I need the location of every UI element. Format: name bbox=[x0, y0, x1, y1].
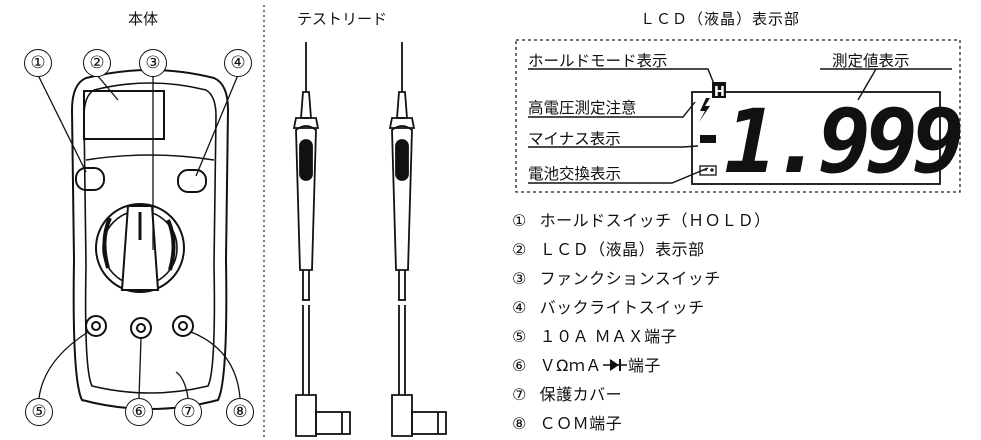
minus-label: マイナス表示 bbox=[528, 130, 621, 148]
callout-8: ⑧ bbox=[226, 398, 254, 426]
minus-sign-icon bbox=[700, 135, 716, 143]
measured-value-label: 測定値表示 bbox=[832, 52, 910, 70]
terminal-vomma bbox=[130, 317, 152, 339]
legend-number: ⑤ bbox=[512, 327, 527, 346]
legend-item: ① ホールドスイッチ（ＨＯＬＤ） bbox=[512, 207, 771, 231]
legend-text: 保護カバー bbox=[534, 385, 623, 404]
legend-text: ＬＣＤ（液晶）表示部 bbox=[534, 240, 705, 259]
callout-4: ④ bbox=[224, 49, 252, 77]
legend-text: バックライトスイッチ bbox=[534, 298, 705, 317]
callout-leaders bbox=[37, 74, 241, 399]
legend-item: ⑤ １０Ａ ＭＡＸ端子 bbox=[512, 323, 677, 347]
legend-number: ① bbox=[512, 211, 527, 230]
test-leads-section-title: テストリード bbox=[297, 10, 388, 28]
hold-mode-label: ホールドモード表示 bbox=[528, 52, 668, 70]
legend-item: ⑥ ＶΩｍＡ 端子 bbox=[512, 352, 661, 376]
legend-number: ④ bbox=[512, 298, 527, 317]
rotary-switch-outer bbox=[95, 203, 185, 293]
legend-text: ホールドスイッチ（ＨＯＬＤ） bbox=[534, 211, 771, 230]
legend-number: ② bbox=[512, 240, 527, 259]
hold-indicator-icon bbox=[712, 82, 726, 98]
battery-label: 電池交換表示 bbox=[528, 165, 622, 183]
svg-text:H: H bbox=[714, 85, 725, 100]
callout-6: ⑥ bbox=[125, 398, 153, 426]
legend-number: ⑦ bbox=[512, 385, 527, 404]
terminal-10a bbox=[85, 315, 107, 337]
lcd-leaders bbox=[528, 68, 952, 184]
diode-icon bbox=[602, 359, 627, 371]
legend-item: ④ バックライトスイッチ bbox=[512, 294, 705, 318]
legend-text: ファンクションスイッチ bbox=[534, 269, 721, 288]
multimeter-body bbox=[70, 69, 230, 410]
legend-text: １０Ａ ＭＡＸ端子 bbox=[534, 327, 678, 346]
legend-item: ③ ファンクションスイッチ bbox=[512, 265, 721, 289]
high-voltage-label: 高電圧測定注意 bbox=[528, 99, 637, 117]
legend-number: ⑥ bbox=[512, 356, 527, 375]
terminal-com bbox=[172, 315, 194, 337]
legend-item: ⑧ ＣＯＭ端子 bbox=[512, 410, 622, 434]
callout-3: ③ bbox=[139, 49, 167, 77]
test-lead-left bbox=[292, 42, 351, 437]
rotary-switch-knob bbox=[120, 205, 160, 291]
lcd-window bbox=[83, 90, 165, 140]
lcd-screen bbox=[691, 91, 941, 185]
legend-suffix: 端子 bbox=[627, 356, 661, 375]
legend-item: ② ＬＣＤ（液晶）表示部 bbox=[512, 236, 705, 260]
legend-text: ＶΩｍＡ bbox=[534, 356, 602, 375]
battery-icon bbox=[699, 165, 717, 176]
body-section-title: 本体 bbox=[128, 10, 159, 28]
lcd-digits: 1.999 bbox=[724, 90, 961, 193]
backlight-button bbox=[177, 169, 207, 193]
legend-text: ＣＯＭ端子 bbox=[534, 414, 623, 433]
lcd-frame bbox=[515, 39, 961, 193]
meter-housing bbox=[83, 82, 217, 394]
high-voltage-icon bbox=[699, 98, 710, 122]
callout-2: ② bbox=[83, 49, 111, 77]
legend-number: ③ bbox=[512, 269, 527, 288]
legend-number: ⑧ bbox=[512, 414, 527, 433]
callout-1: ① bbox=[24, 49, 52, 77]
hold-button bbox=[75, 167, 105, 191]
legend-item: ⑦ 保護カバー bbox=[512, 381, 622, 405]
callout-7: ⑦ bbox=[174, 398, 202, 426]
protective-cover bbox=[70, 69, 230, 410]
test-lead-right bbox=[388, 42, 447, 437]
callout-5: ⑤ bbox=[25, 398, 53, 426]
lcd-section-title: ＬＣＤ（液晶）表示部 bbox=[640, 10, 801, 28]
